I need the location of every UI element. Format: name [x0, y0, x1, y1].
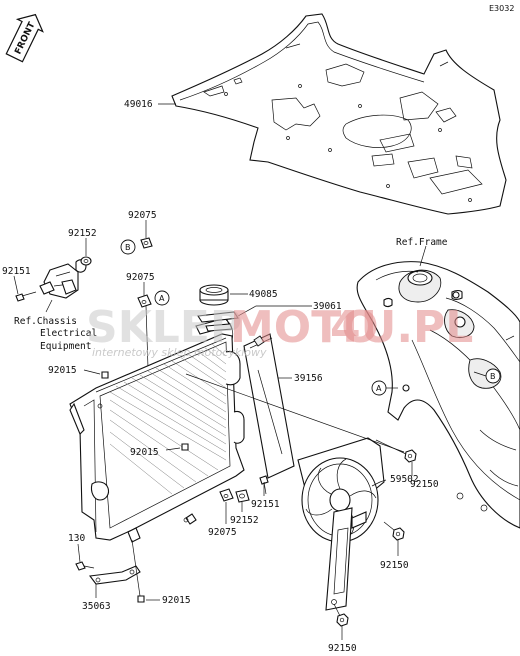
svg-text:A: A	[376, 384, 382, 393]
leader-ref-frame	[419, 245, 427, 267]
marker-a-frame: A	[371, 380, 398, 396]
front-arrow-icon: FRONT	[5, 13, 44, 63]
leader-nut-c-from-fan	[333, 603, 341, 617]
bolt-92151-bottom	[259, 475, 269, 495]
label-92150-b: 92150	[380, 560, 409, 571]
leader-radiator-to-nut	[185, 373, 405, 453]
leader-92151-top	[13, 275, 19, 295]
label-92151-top: 92151	[2, 266, 31, 277]
label-92150-c: 92150	[328, 643, 357, 654]
label-92075-mid: 92075	[126, 272, 155, 283]
clip-92015-mid	[181, 443, 189, 451]
ref-chassis-line-3: Equipment	[40, 341, 91, 352]
drain-plug	[90, 481, 110, 501]
label-92015-mid: 92015	[130, 447, 159, 458]
ref-frame-label: Ref.Frame	[396, 237, 448, 248]
radiator-bottom-bracket	[127, 527, 141, 543]
radiator-cap-49085	[199, 284, 229, 306]
bracket-35063	[88, 565, 141, 585]
shroud-39156	[243, 333, 295, 479]
label-49085: 49085	[249, 289, 278, 300]
nut-92150-c	[336, 613, 349, 627]
leader-130	[77, 543, 81, 563]
frame-assembly	[356, 261, 520, 529]
marker-a-left: A	[154, 290, 170, 306]
leader-92015-mid	[165, 447, 181, 451]
bolt-130	[75, 561, 95, 571]
fan-assembly-59502	[297, 437, 385, 611]
leader-damper-to-radiator	[145, 305, 149, 369]
watermark: SKLEP MOTO 4U.PL internetowy sklep motoc…	[86, 302, 473, 359]
washer-92152-top	[80, 256, 92, 266]
collar-92152-bottom	[235, 489, 250, 503]
leader-nut-b-from-fan	[383, 521, 395, 531]
label-59502: 59502	[390, 474, 419, 485]
label-92152-top: 92152	[68, 228, 97, 239]
damper-92075-top	[140, 237, 153, 249]
label-92150-a: 92150	[410, 479, 439, 490]
radiator-fins	[109, 343, 227, 495]
leader-bracket-to-clip	[131, 539, 141, 597]
leader-39061	[237, 305, 312, 317]
label-130: 130	[68, 533, 85, 544]
label-39156: 39156	[294, 373, 323, 384]
clip-92015-bottom	[137, 595, 145, 603]
leader-ref-chassis	[45, 299, 53, 313]
leader-59502	[371, 479, 387, 487]
label-92015-top: 92015	[48, 365, 77, 376]
fan-motor-bracket	[325, 507, 353, 611]
label-92152-bottom: 92152	[230, 515, 259, 526]
label-39061: 39061	[313, 301, 342, 312]
watermark-main-c: 4U.PL	[330, 302, 473, 353]
bolt-92151-top	[15, 291, 37, 302]
ref-chassis-line-1: Ref.Chassis	[14, 316, 77, 327]
nut-92150-b	[392, 527, 405, 541]
svg-text:A: A	[159, 294, 165, 303]
svg-text:B: B	[490, 372, 496, 381]
label-92075-top: 92075	[128, 210, 157, 221]
damper-92075-bottom	[219, 488, 234, 502]
nut-92150-a	[404, 449, 417, 463]
label-92015-bottom: 92015	[162, 595, 191, 606]
svg-text:B: B	[125, 243, 131, 252]
fan-switch-sensor	[39, 259, 87, 299]
label-92075-bottom: 92075	[208, 527, 237, 538]
upper-hose-outlet	[225, 351, 241, 386]
label-35063: 35063	[82, 601, 111, 612]
label-92151-bottom: 92151	[251, 499, 280, 510]
radiator-core	[69, 317, 245, 543]
watermark-main-b: MOTO	[230, 302, 379, 353]
watermark-main-a: SKLEP	[86, 302, 242, 353]
marker-b-frame: B	[473, 368, 501, 384]
clip-92015-top	[101, 371, 109, 379]
marker-b-left: B	[120, 239, 136, 255]
under-panel-49016	[171, 13, 507, 215]
gasket-39061-parts	[197, 311, 239, 332]
diagram-code: E3032	[489, 4, 514, 13]
label-49016: 49016	[124, 99, 153, 110]
lower-hose-outlet	[233, 410, 245, 444]
watermark-sub: internetowy sklep motocyklowy	[92, 346, 267, 359]
ref-chassis-line-2: Electrical	[40, 328, 97, 339]
leader-92015-top	[83, 369, 101, 375]
